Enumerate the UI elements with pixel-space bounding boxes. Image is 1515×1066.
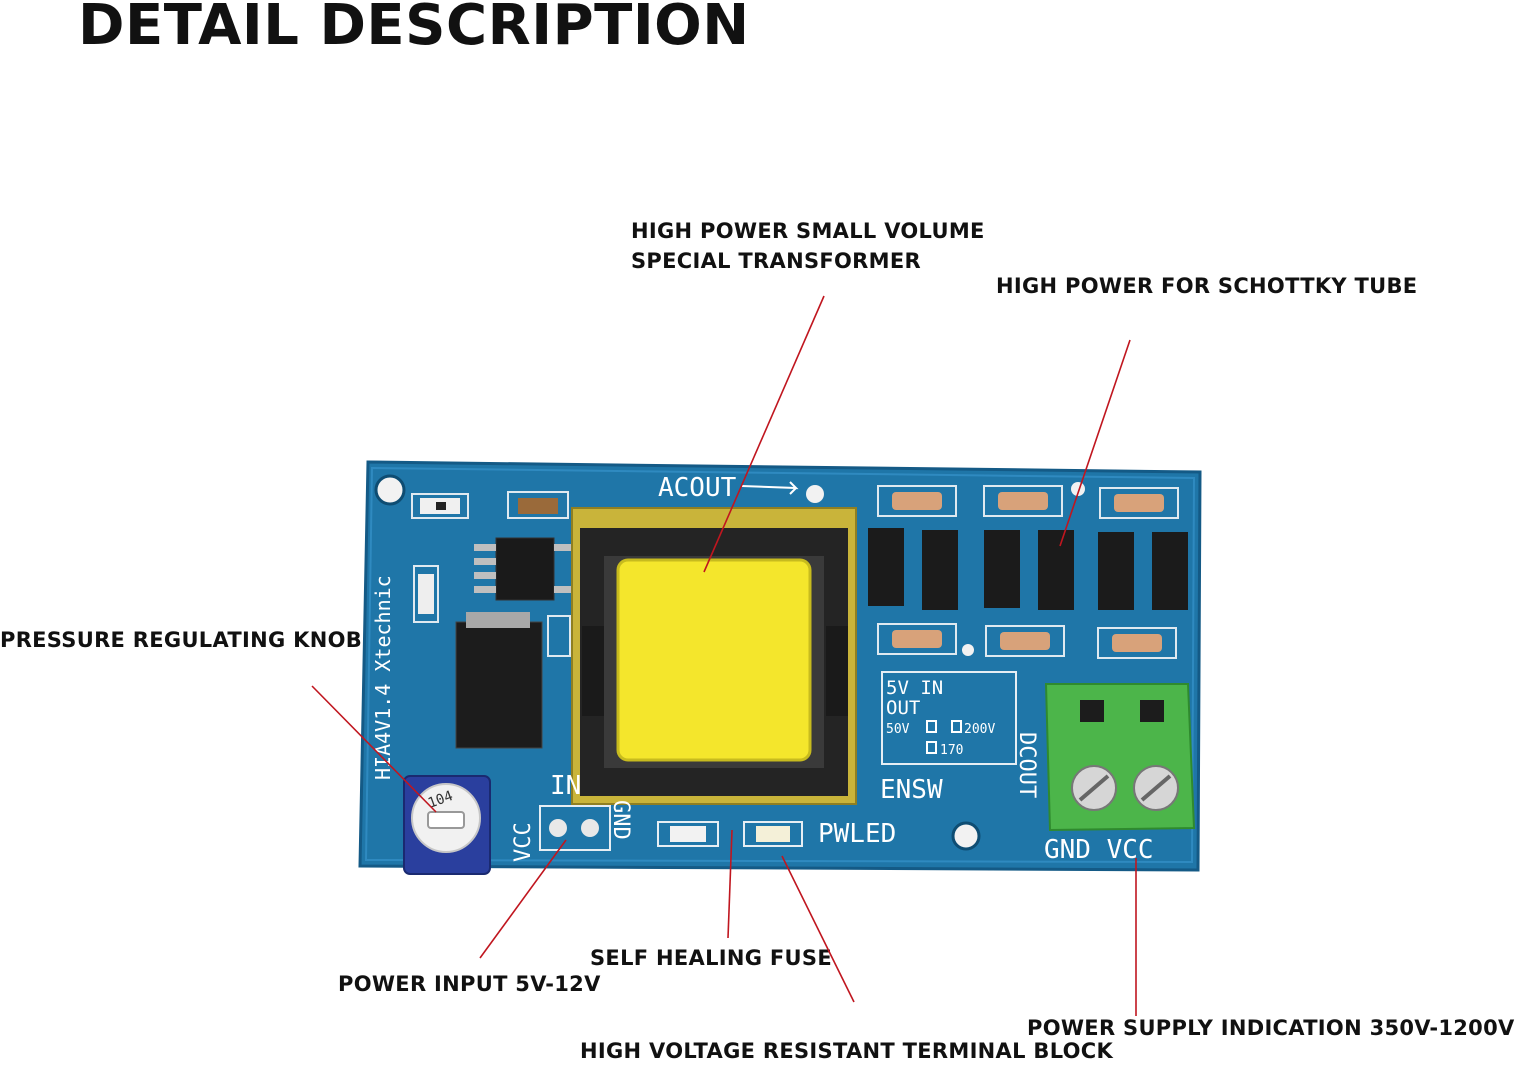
silk-50v: 50V [886, 722, 910, 737]
schottky-diodes [868, 485, 1188, 659]
callout-terminal-block: HIGH VOLTAGE RESISTANT TERMINAL BLOCK [580, 1039, 1114, 1063]
terminal-block [1044, 683, 1196, 832]
callout-line-transformer [703, 295, 825, 573]
mounting-hole [951, 821, 981, 851]
callout-transformer-line1: HIGH POWER SMALL VOLUME [631, 219, 985, 243]
silk-dcout: DCOUT [1014, 732, 1039, 798]
callout-power-indication: POWER SUPPLY INDICATION 350V-1200V [1027, 1016, 1515, 1040]
smd-components [411, 491, 572, 749]
silk-5v-in: 5V IN [886, 677, 943, 699]
self-healing-fuse [657, 821, 719, 847]
via-hole [806, 485, 824, 503]
callout-power-input: POWER INPUT 5V-12V [338, 972, 601, 996]
silk-200v: 200V [964, 722, 995, 737]
input-header [539, 805, 611, 851]
silk-acout: ACOUT [658, 473, 737, 503]
silk-ensw: ENSW [880, 775, 943, 805]
callout-line-schottky [1059, 339, 1131, 547]
voltage-option-box [881, 671, 1017, 765]
silk-in: IN [550, 771, 581, 801]
callout-schottky: HIGH POWER FOR SCHOTTKY TUBE [996, 274, 1418, 298]
silk-model: HIA4V1.4 Xtechnic [371, 575, 395, 780]
callout-transformer-line2: SPECIAL TRANSFORMER [631, 249, 921, 273]
silk-170: 170 [940, 743, 963, 758]
callout-fuse: SELF HEALING FUSE [590, 946, 832, 970]
callout-line-knob [311, 685, 437, 813]
via-hole [1071, 482, 1085, 496]
callout-lines [311, 295, 1137, 1016]
callout-line-power-input [479, 839, 567, 959]
silk-gnd: GND [608, 800, 633, 840]
callout-line-terminal-block [781, 855, 855, 1003]
callout-line-fuse [727, 829, 733, 939]
power-led [743, 821, 803, 847]
silk-vcc: VCC [511, 822, 536, 862]
via-hole [962, 644, 974, 656]
transformer [571, 507, 857, 805]
callout-knob: PRESSURE REGULATING KNOB [0, 628, 363, 652]
silk-gnd-vcc: GND VCC [1044, 835, 1154, 865]
page-title: DETAIL DESCRIPTION [78, 0, 750, 58]
mounting-hole [374, 474, 406, 506]
silk-pwled: PWLED [818, 819, 896, 849]
silk-out: OUT [886, 697, 920, 719]
